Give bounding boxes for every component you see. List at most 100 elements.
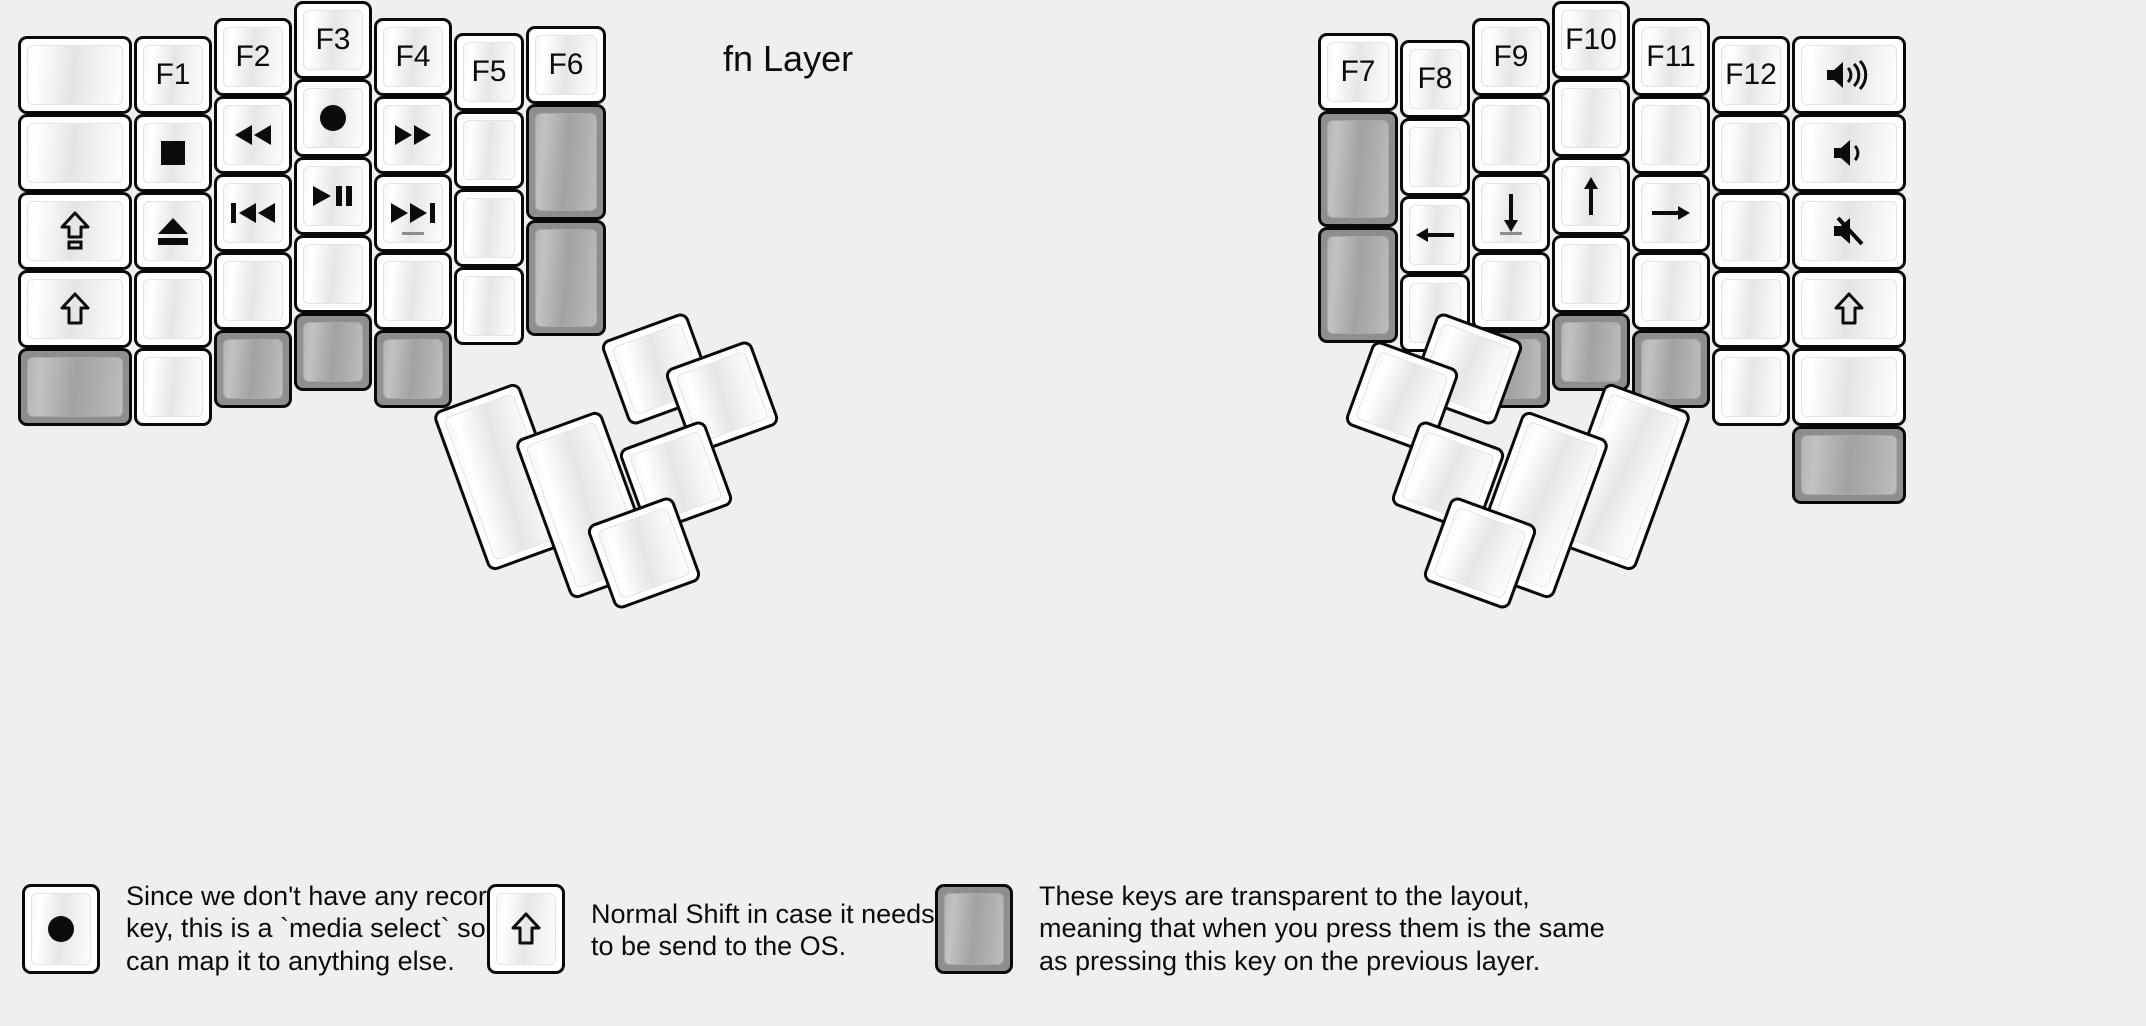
key-right-c1-r1[interactable] <box>1400 118 1470 196</box>
key-left-c5-r3[interactable] <box>454 267 524 345</box>
key-right-c5-r2[interactable] <box>1712 192 1790 270</box>
key-left-c3-r2[interactable] <box>294 157 372 235</box>
key-right-c6-r3[interactable] <box>1792 270 1906 348</box>
key-left-c4-r3[interactable] <box>374 252 452 330</box>
keycap-label: F7 <box>1340 55 1376 88</box>
key-left-c3-r1[interactable] <box>294 79 372 157</box>
key-right-c6-r2[interactable] <box>1792 192 1906 270</box>
keycap-surface <box>27 45 123 105</box>
key-left-c0-r1[interactable] <box>18 114 132 192</box>
keycap-surface <box>383 183 443 243</box>
keycap-surface <box>535 229 597 327</box>
keycap-surface <box>1641 105 1701 165</box>
key-right-c3-r2[interactable] <box>1552 157 1630 235</box>
key-right-c0-r1[interactable] <box>1318 111 1398 227</box>
key-right-c4-r1[interactable] <box>1632 96 1710 174</box>
key-left-c4-r2[interactable] <box>374 174 452 252</box>
keycap-surface <box>223 339 283 399</box>
keycap-surface <box>496 893 556 965</box>
keycap-surface <box>1327 236 1389 334</box>
keycap-label: F2 <box>235 40 271 73</box>
key-right-c2-r3[interactable] <box>1472 252 1550 330</box>
key-left-c6-r1[interactable] <box>526 104 606 220</box>
key-left-c2-r2[interactable] <box>214 174 292 252</box>
key-right-c3-r4[interactable] <box>1552 313 1630 391</box>
keycap-surface <box>27 123 123 183</box>
key-left-c4-r0[interactable]: F4 <box>374 18 452 96</box>
legend-note-text: Since we don't have any recording key, t… <box>126 881 546 976</box>
key-right-c5-r3[interactable] <box>1712 270 1790 348</box>
key-left-c6-r2[interactable] <box>526 220 606 336</box>
key-right-c6-r1[interactable] <box>1792 114 1906 192</box>
key-left-c2-r0[interactable]: F2 <box>214 18 292 96</box>
keycap-surface <box>1432 506 1528 600</box>
key-right-c5-r0[interactable]: F12 <box>1712 36 1790 114</box>
key-left-c2-r3[interactable] <box>214 252 292 330</box>
key-left-c3-r4[interactable] <box>294 313 372 391</box>
key-right-c5-r4[interactable] <box>1712 348 1790 426</box>
key-left-c0-r0[interactable] <box>18 36 132 114</box>
key-right-c0-r0[interactable]: F7 <box>1318 33 1398 111</box>
key-right-c0-r2[interactable] <box>1318 227 1398 343</box>
key-left-c1-r4[interactable] <box>134 348 212 426</box>
key-right-c6-r5[interactable] <box>1792 426 1906 504</box>
key-left-c1-r0[interactable]: F1 <box>134 36 212 114</box>
key-right-c6-r4[interactable] <box>1792 348 1906 426</box>
key-right-c5-r1[interactable] <box>1712 114 1790 192</box>
key-right-c3-r1[interactable] <box>1552 79 1630 157</box>
key-right-c2-r2[interactable] <box>1472 174 1550 252</box>
key-right-c4-r2[interactable] <box>1632 174 1710 252</box>
key-right-c2-r1[interactable] <box>1472 96 1550 174</box>
key-left-c2-r1[interactable] <box>214 96 292 174</box>
key-left-c5-r2[interactable] <box>454 189 524 267</box>
keycap-surface: F2 <box>223 27 283 87</box>
keycap-surface <box>1481 183 1541 243</box>
key-left-c3-r0[interactable]: F3 <box>294 1 372 79</box>
keycap-surface <box>1801 279 1897 339</box>
key-right-c4-r3[interactable] <box>1632 252 1710 330</box>
key-right-c3-r3[interactable] <box>1552 235 1630 313</box>
keycap-surface: F8 <box>1409 49 1461 109</box>
keycap-surface <box>1561 166 1621 226</box>
key-left-c0-r4[interactable] <box>18 348 132 426</box>
key-left-c1-r1[interactable] <box>134 114 212 192</box>
keycap-label: F9 <box>1493 40 1529 73</box>
key-right-c3-r0[interactable]: F10 <box>1552 1 1630 79</box>
keycap-surface <box>1409 127 1461 187</box>
keycap-surface <box>944 893 1004 965</box>
key-right-c4-r0[interactable]: F11 <box>1632 18 1710 96</box>
key-right-c1-r2[interactable] <box>1400 196 1470 274</box>
key-left-c2-r4[interactable] <box>214 330 292 408</box>
key-left-c5-r0[interactable]: F5 <box>454 33 524 111</box>
key-left-c0-r2[interactable] <box>18 192 132 270</box>
keycap-label: F5 <box>471 55 507 88</box>
page-title: fn Layer <box>723 38 854 79</box>
keycap-surface: F4 <box>383 27 443 87</box>
keycap-surface <box>1801 123 1897 183</box>
key-left-c1-r3[interactable] <box>134 270 212 348</box>
key-left-c5-r1[interactable] <box>454 111 524 189</box>
key-right-c2-r0[interactable]: F9 <box>1472 18 1550 96</box>
keycap-label: F4 <box>395 40 431 73</box>
keycap-surface: F6 <box>535 35 597 95</box>
keycap-surface: F11 <box>1641 27 1701 87</box>
key-left-c0-r3[interactable] <box>18 270 132 348</box>
key-right-c1-r0[interactable]: F8 <box>1400 40 1470 118</box>
key-right-c6-r0[interactable] <box>1792 36 1906 114</box>
key-left-c4-r4[interactable] <box>374 330 452 408</box>
legend-note-text: Normal Shift in case it needs to be send… <box>591 899 935 962</box>
legend-key-shift <box>487 884 565 974</box>
keycap-surface <box>1561 244 1621 304</box>
key-left-c4-r1[interactable] <box>374 96 452 174</box>
keycap-surface <box>303 88 363 148</box>
keycap-surface <box>383 261 443 321</box>
keycap-surface <box>1561 322 1621 382</box>
keycap-label: F8 <box>1417 62 1453 95</box>
keycap-surface <box>143 357 203 417</box>
key-left-c3-r3[interactable] <box>294 235 372 313</box>
key-left-c1-r2[interactable] <box>134 192 212 270</box>
key-left-c6-r0[interactable]: F6 <box>526 26 606 104</box>
keycap-surface <box>383 339 443 399</box>
